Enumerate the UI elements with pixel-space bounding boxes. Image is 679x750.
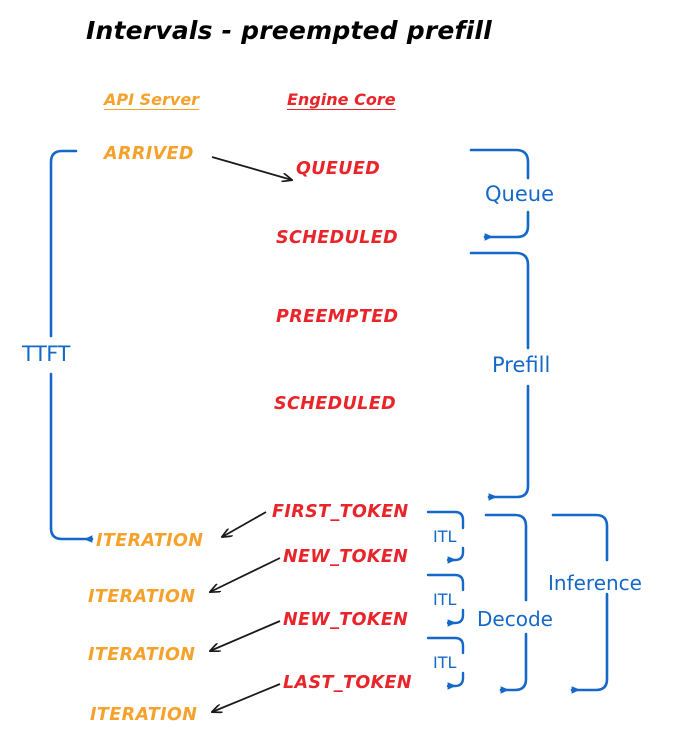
interval-label-ttft: TTFT	[22, 342, 70, 366]
state-new-token-1: NEW_TOKEN	[283, 547, 409, 567]
bracket-inference	[551, 513, 609, 694]
interval-label-inference: Inference	[548, 571, 642, 595]
interval-label-itl-1: ITL	[433, 527, 457, 546]
arrow-last-token-to-iteration	[212, 683, 281, 712]
interval-label-itl-2: ITL	[433, 590, 457, 609]
state-iteration-3: ITERATION	[88, 645, 196, 665]
bracket-decode	[484, 513, 528, 694]
state-first-token: FIRST_TOKEN	[272, 502, 409, 522]
bracket-itl-3	[426, 636, 465, 690]
bracket-queue	[469, 148, 530, 241]
column-header-api-server: API Server	[104, 90, 200, 109]
bracket-ttft	[49, 149, 94, 543]
state-scheduled-1: SCHEDULED	[276, 228, 399, 248]
state-last-token: LAST_TOKEN	[283, 673, 412, 693]
state-scheduled-2: SCHEDULED	[274, 394, 397, 414]
page-title: Intervals - preempted prefill	[86, 16, 492, 45]
state-preempted: PREEMPTED	[276, 307, 399, 327]
state-queued: QUEUED	[296, 159, 381, 179]
state-iteration-2: ITERATION	[88, 587, 196, 607]
arrow-first-token-to-iteration	[222, 511, 267, 537]
column-header-engine-core: Engine Core	[287, 90, 396, 109]
state-arrived: ARRIVED	[104, 144, 194, 164]
interval-label-prefill: Prefill	[492, 353, 551, 377]
arrow-new-token-1-to-iteration	[210, 557, 281, 592]
bracket-itl-2	[426, 573, 465, 627]
interval-label-queue: Queue	[485, 182, 554, 206]
interval-label-decode: Decode	[477, 607, 553, 631]
bracket-itl-1	[426, 510, 465, 564]
arrow-new-token-2-to-iteration	[210, 620, 281, 651]
state-new-token-2: NEW_TOKEN	[283, 610, 409, 630]
bracket-prefill	[469, 251, 530, 501]
state-iteration-4: ITERATION	[90, 705, 198, 725]
state-iteration-1: ITERATION	[96, 531, 204, 551]
interval-label-itl-3: ITL	[433, 653, 457, 672]
arrow-arrived-to-queued	[211, 156, 292, 180]
